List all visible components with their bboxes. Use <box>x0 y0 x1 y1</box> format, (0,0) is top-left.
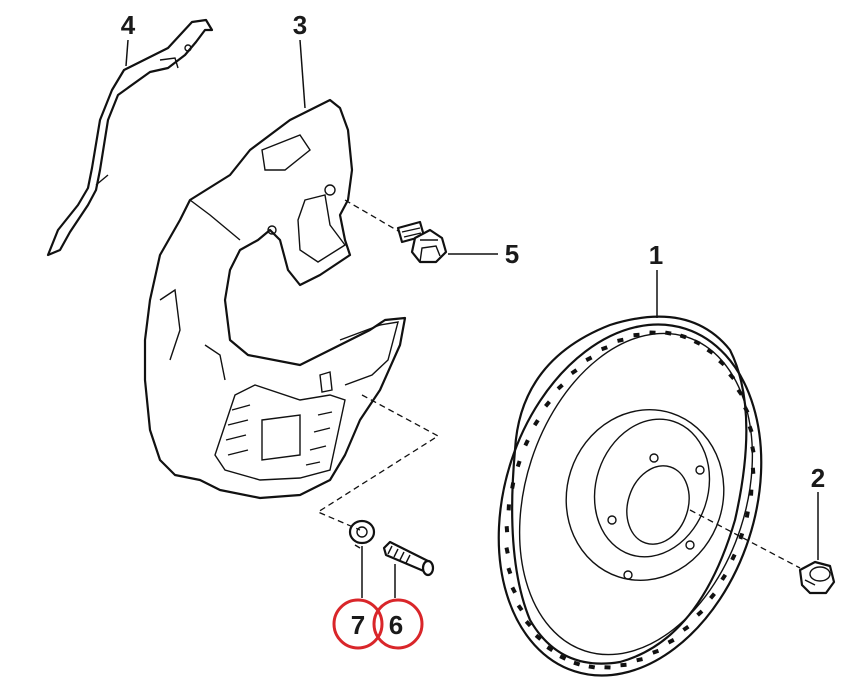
assembly-dash-lines <box>316 199 801 569</box>
rotor-vent-slot <box>510 586 517 594</box>
rotor-vent-slot <box>652 648 660 655</box>
rotor-vent-slot <box>682 624 690 632</box>
rotor-vent-slot <box>515 460 522 468</box>
callout-1: 1 <box>649 240 663 270</box>
rotor-vent-slot <box>504 526 510 533</box>
rotor-vent-slot <box>556 383 564 391</box>
callout-4: 4 <box>121 10 136 40</box>
rotor-vent-slot <box>506 504 511 511</box>
rotor-vent-slot <box>604 665 611 670</box>
rotor-vent-slot <box>679 333 687 340</box>
callout-labels: 4 3 5 1 2 7 6 <box>121 10 825 640</box>
rotor-vent-slot <box>600 345 608 352</box>
callout-3: 3 <box>293 10 307 40</box>
rotor-vent-slot <box>510 482 516 489</box>
highlight-circle-6 <box>372 598 424 650</box>
rotor-vent-slot <box>696 609 704 617</box>
rotor-vent-slot <box>750 446 756 453</box>
part-2-rotor-screw <box>798 560 836 595</box>
rotor-vent-slot <box>546 645 554 653</box>
rotor-vent-slot <box>720 573 728 581</box>
part-3-dust-shield <box>143 98 407 500</box>
callout-6: 6 <box>389 610 403 640</box>
part-6-stud <box>382 540 435 577</box>
rotor-vent-slot <box>588 664 596 670</box>
rotor-vent-slot <box>504 547 510 554</box>
rotor-vent-slot <box>585 355 593 362</box>
rotor-vent-slot <box>633 332 640 338</box>
rotor-vent-slot <box>620 662 627 668</box>
rotor-vent-slot <box>730 553 737 561</box>
rotor-vent-slot <box>649 330 656 335</box>
rotor-vent-slot <box>693 339 701 346</box>
callout-2: 2 <box>811 463 825 493</box>
rotor-vent-slot <box>706 347 714 355</box>
rotor-vent-slot <box>750 467 756 474</box>
rotor-vent-slot <box>743 406 750 414</box>
rotor-vent-slot <box>523 439 530 447</box>
rotor-vent-slot <box>664 330 672 336</box>
rotor-vent-slot <box>617 337 624 343</box>
rotor-vent-slot <box>524 620 532 628</box>
rotor-vent-slot <box>749 489 754 496</box>
rotor-vent-slot <box>728 372 736 380</box>
rotor-vent-slot <box>747 425 754 433</box>
rotor-vent-slot <box>573 660 581 667</box>
rotor-vent-slot <box>709 592 716 600</box>
rotor-vent-slot <box>718 359 726 367</box>
callout-5: 5 <box>505 239 519 269</box>
rotor-vent-slot <box>534 633 542 641</box>
rotor-vent-slot <box>516 604 524 612</box>
leader-lines <box>125 39 819 598</box>
highlight-circles <box>332 598 424 650</box>
rotor-vent-slot <box>532 419 540 427</box>
callout-7: 7 <box>351 610 365 640</box>
rotor-vent-slot <box>506 567 513 575</box>
rotor-vent-slot <box>738 532 745 540</box>
part-7-washer <box>348 519 376 549</box>
highlight-circle-7 <box>332 598 384 650</box>
part-4-sensor-bracket <box>46 18 214 257</box>
rotor-vent-slot <box>744 511 750 518</box>
rotor-vent-slot <box>636 657 643 663</box>
rotor-vent-slot <box>544 400 551 408</box>
rotor-vent-slot <box>570 368 578 376</box>
rotor-vent-slot <box>667 638 675 645</box>
rotor-vent-slots <box>504 330 756 670</box>
part-1-brake-rotor <box>497 315 763 677</box>
rotor-vent-slot <box>736 388 744 396</box>
rotor-vent-slot <box>559 654 567 661</box>
part-5-bolt <box>396 220 448 264</box>
